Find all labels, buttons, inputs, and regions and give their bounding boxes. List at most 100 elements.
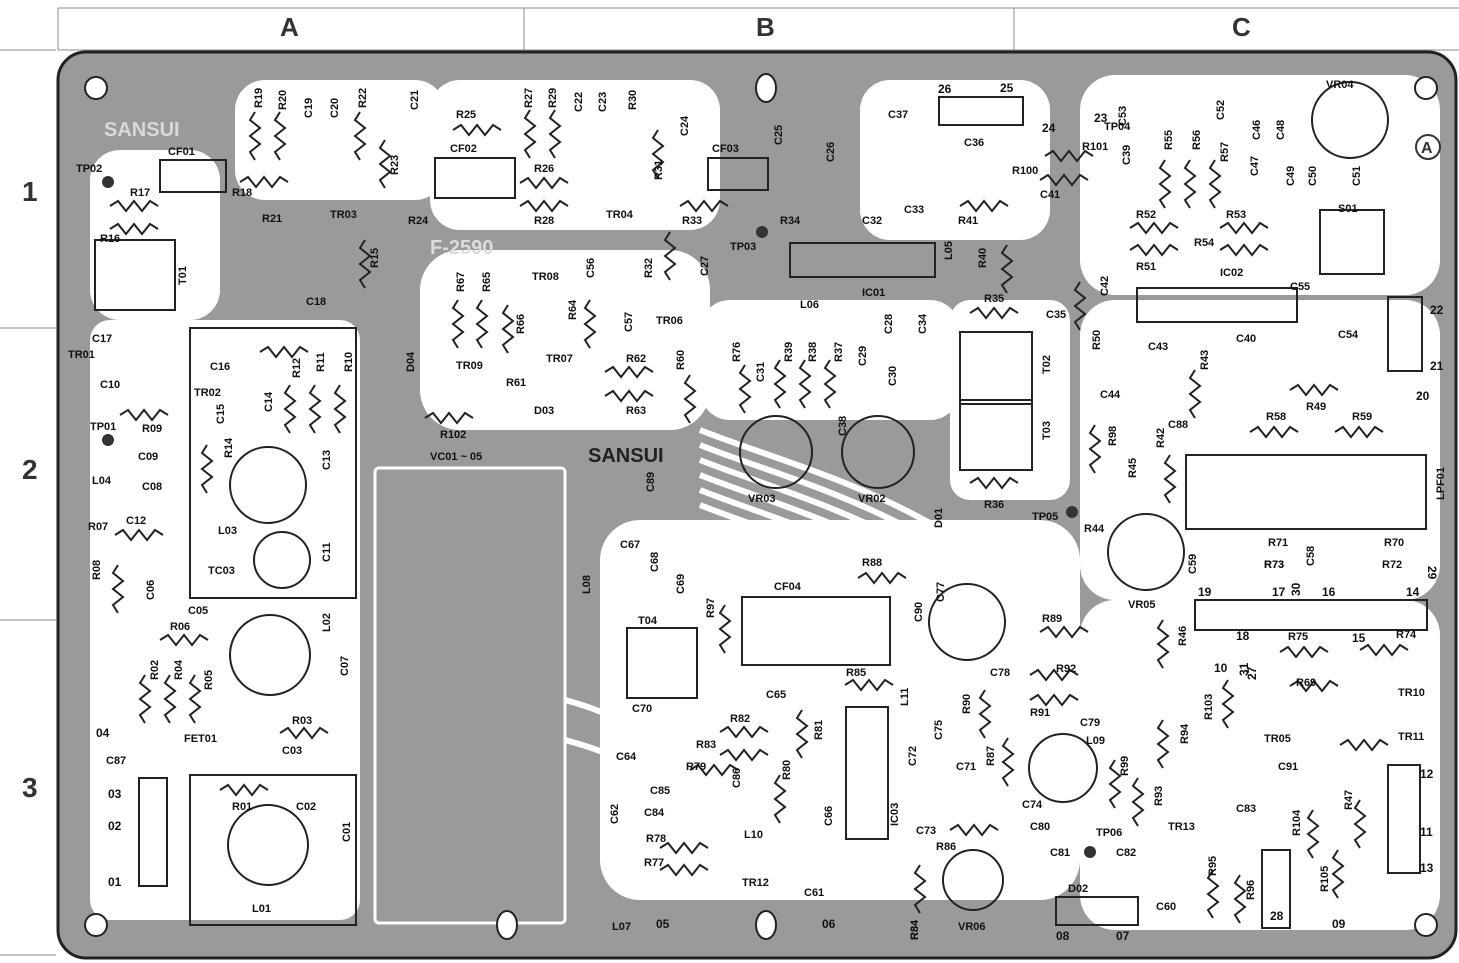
component-label-l06: L06: [800, 299, 819, 311]
component-label-c01: C01: [341, 822, 353, 842]
component-label-r33: R33: [682, 215, 702, 227]
model-label-1: F-2590: [430, 237, 493, 259]
component-label-r28: R28: [534, 215, 554, 227]
component-label-tr06: TR06: [656, 315, 683, 327]
component-label-c54: C54: [1338, 329, 1359, 341]
component-label-c55: C55: [1290, 281, 1310, 293]
component-label-c42: C42: [1099, 276, 1111, 296]
component-label-c84: C84: [644, 807, 665, 819]
component-label-c16: C16: [210, 361, 230, 373]
component-label-r94: R94: [1179, 723, 1191, 744]
component-label-c91: C91: [1278, 761, 1298, 773]
component-label-r84: R84: [909, 919, 921, 940]
component-label-c24: C24: [679, 115, 691, 136]
component-label-fet01: FET01: [184, 733, 217, 745]
component-label-c37: C37: [888, 109, 908, 121]
component-label-r24: R24: [408, 215, 429, 227]
component-label-s01: S01: [1338, 203, 1358, 215]
component-label-c47: C47: [1249, 156, 1261, 176]
component-label-r98: R98: [1107, 426, 1119, 446]
component-label-r14: R14: [223, 437, 235, 458]
component-label-r03: R03: [292, 715, 312, 727]
component-label-c85: C85: [650, 785, 670, 797]
component-label-r80: R80: [781, 760, 793, 780]
component-label-c13: C13: [321, 450, 333, 470]
component-label-r23: R23: [389, 155, 401, 175]
component-label-c51: C51: [1351, 166, 1363, 186]
component-label-l01: L01: [252, 903, 271, 915]
component-label-r102: R102: [440, 429, 466, 441]
component-label-c21: C21: [409, 90, 421, 110]
component-label-r78: R78: [646, 833, 666, 845]
component-label-c75: C75: [933, 720, 945, 740]
component-label-tp03: TP03: [730, 241, 756, 253]
component-label-r04: R04: [173, 659, 185, 680]
component-label-d04: D04: [405, 351, 417, 372]
component-label-r66: R66: [515, 314, 527, 334]
component-label-tp01: TP01: [90, 421, 116, 433]
component-label-r30: R30: [627, 90, 639, 110]
component-label-r58: R58: [1266, 411, 1286, 423]
component-label-c08: C08: [142, 481, 162, 493]
component-label-r72: R72: [1382, 559, 1402, 571]
component-label-c34: C34: [917, 313, 929, 334]
component-label-c46: C46: [1251, 120, 1263, 140]
component-label-r52: R52: [1136, 209, 1156, 221]
component-label-ic02: IC02: [1220, 267, 1243, 279]
component-label-c57: C57: [623, 312, 635, 332]
component-label-tp02: TP02: [76, 163, 102, 175]
component-label-t01: T01: [177, 266, 189, 285]
component-label-c71: C71: [956, 761, 976, 773]
connector-label-13: 13: [1420, 861, 1434, 875]
component-label-d02: D02: [1068, 883, 1088, 895]
component-label-c11: C11: [321, 542, 333, 562]
component-label-c90: C90: [913, 602, 925, 622]
component-label-l10: L10: [744, 829, 763, 841]
component-label-r81: R81: [813, 720, 825, 740]
component-label-r103: R103: [1203, 694, 1215, 720]
column-header-c: C: [1232, 12, 1251, 42]
connector-label-07: 07: [1116, 929, 1130, 943]
component-label-c87: C87: [106, 755, 126, 767]
row-header-3: 3: [22, 772, 38, 803]
component-label-r76: R76: [731, 342, 743, 362]
corner-mark-circle: [1415, 134, 1441, 160]
component-label-r90: R90: [961, 694, 973, 714]
component-label-r53: R53: [1226, 209, 1246, 221]
component-label-vr04: VR04: [1326, 79, 1354, 91]
component-label-r105: R105: [1319, 866, 1331, 892]
connector-label-20: 20: [1416, 389, 1430, 403]
component-label-c36: C36: [964, 137, 984, 149]
component-label-c31: C31: [755, 362, 767, 382]
connector-label-09: 09: [1332, 917, 1346, 931]
component-label-tr11: TR11: [1398, 731, 1424, 743]
component-label-tr10: TR10: [1398, 687, 1425, 699]
component-label-c49: C49: [1285, 166, 1297, 186]
brand-label-1: SANSUI: [104, 119, 180, 141]
component-label-r25: R25: [456, 109, 476, 121]
component-label-c56: C56: [585, 258, 597, 278]
component-label-l07: L07: [612, 921, 631, 933]
component-label-c33: C33: [904, 204, 924, 216]
component-label-c14: C14: [263, 391, 275, 412]
component-label-r44: R44: [1084, 523, 1105, 535]
component-label-r85: R85: [846, 667, 866, 679]
corner-mark: A: [1421, 140, 1433, 157]
connector-label-17: 17: [1272, 585, 1286, 599]
component-label-r18: R18: [232, 187, 252, 199]
connector-label-27: 27: [1245, 666, 1259, 680]
brand-label-2: SANSUI: [588, 445, 664, 467]
connector-label-30: 30: [1289, 582, 1303, 596]
component-label-c44: C44: [1100, 389, 1121, 401]
connector-label-19: 19: [1198, 585, 1212, 599]
component-label-c50: C50: [1307, 166, 1319, 186]
component-label-l08: L08: [581, 575, 593, 594]
component-label-c86: C86: [731, 768, 743, 788]
component-label-c53: C53: [1117, 106, 1129, 126]
component-label-r67: R67: [455, 272, 467, 292]
component-label-vr02: VR02: [858, 493, 886, 505]
connector-label-08: 08: [1056, 929, 1070, 943]
